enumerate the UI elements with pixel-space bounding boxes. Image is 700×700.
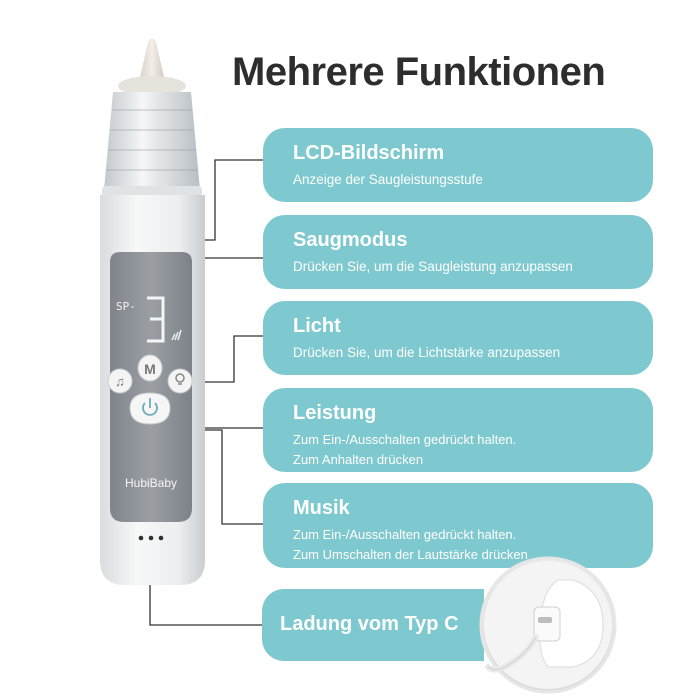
feature-text-line-2: Zum Umschalten der Lautstärke drücken	[293, 547, 528, 562]
feature-text: Drücken Sie, um die Saugleistung anzupas…	[293, 259, 573, 274]
usb-c-plug	[533, 606, 561, 642]
feature-card-power: Leistung Zum Ein-/Ausschalten gedrückt h…	[263, 388, 653, 472]
brand-logo-text: HubiBaby	[125, 476, 177, 490]
power-icon	[142, 398, 158, 416]
feature-text: Anzeige der Saugleistungsstufe	[293, 172, 483, 187]
feature-card-music: Musik Zum Ein-/Ausschalten gedrückt halt…	[263, 483, 653, 568]
music-note-icon: ♫	[115, 374, 125, 389]
svg-text:M: M	[144, 361, 156, 377]
lcd-mode-text: SP-	[116, 300, 136, 313]
power-button[interactable]	[129, 392, 171, 425]
feature-heading: Leistung	[293, 402, 377, 424]
music-button[interactable]: ♫	[107, 368, 133, 394]
lcd-digit-three	[147, 296, 165, 343]
feature-card-lcd: LCD-Bildschirm Anzeige der Saugleistungs…	[263, 128, 653, 202]
device-base	[539, 579, 604, 668]
light-button[interactable]	[167, 368, 193, 394]
collection-chamber	[104, 92, 200, 190]
feature-heading: Ladung vom Typ C	[280, 613, 459, 635]
feature-heading: Saugmodus	[293, 229, 408, 251]
feature-text-line-1: Zum Ein-/Ausschalten gedrückt halten.	[293, 432, 517, 447]
feature-text-line-2: Zum Anhalten drücken	[293, 452, 424, 467]
bulb-icon	[175, 373, 185, 383]
mode-button[interactable]: M	[137, 354, 163, 382]
feature-heading: LCD-Bildschirm	[293, 142, 445, 164]
front-panel	[110, 252, 192, 522]
feature-text: Drücken Sie, um die Lichtstärke anzupass…	[293, 345, 561, 360]
type-c-charging-inset	[479, 556, 617, 694]
feature-heading: Musik	[293, 497, 350, 519]
feature-text-line-1: Zum Ein-/Ausschalten gedrückt halten.	[293, 527, 517, 542]
feature-card-suction-mode: Saugmodus Drücken Sie, um die Saugleistu…	[263, 215, 653, 289]
speaker-dots-icon	[138, 535, 164, 541]
lcd-level-bars-icon	[171, 329, 182, 341]
feature-card-light: Licht Drücken Sie, um die Lichtstärke an…	[263, 301, 653, 375]
page-title: Mehrere Funktionen	[232, 50, 606, 94]
feature-heading: Licht	[293, 315, 341, 337]
feature-card-type-c: Ladung vom Typ C	[262, 589, 484, 661]
